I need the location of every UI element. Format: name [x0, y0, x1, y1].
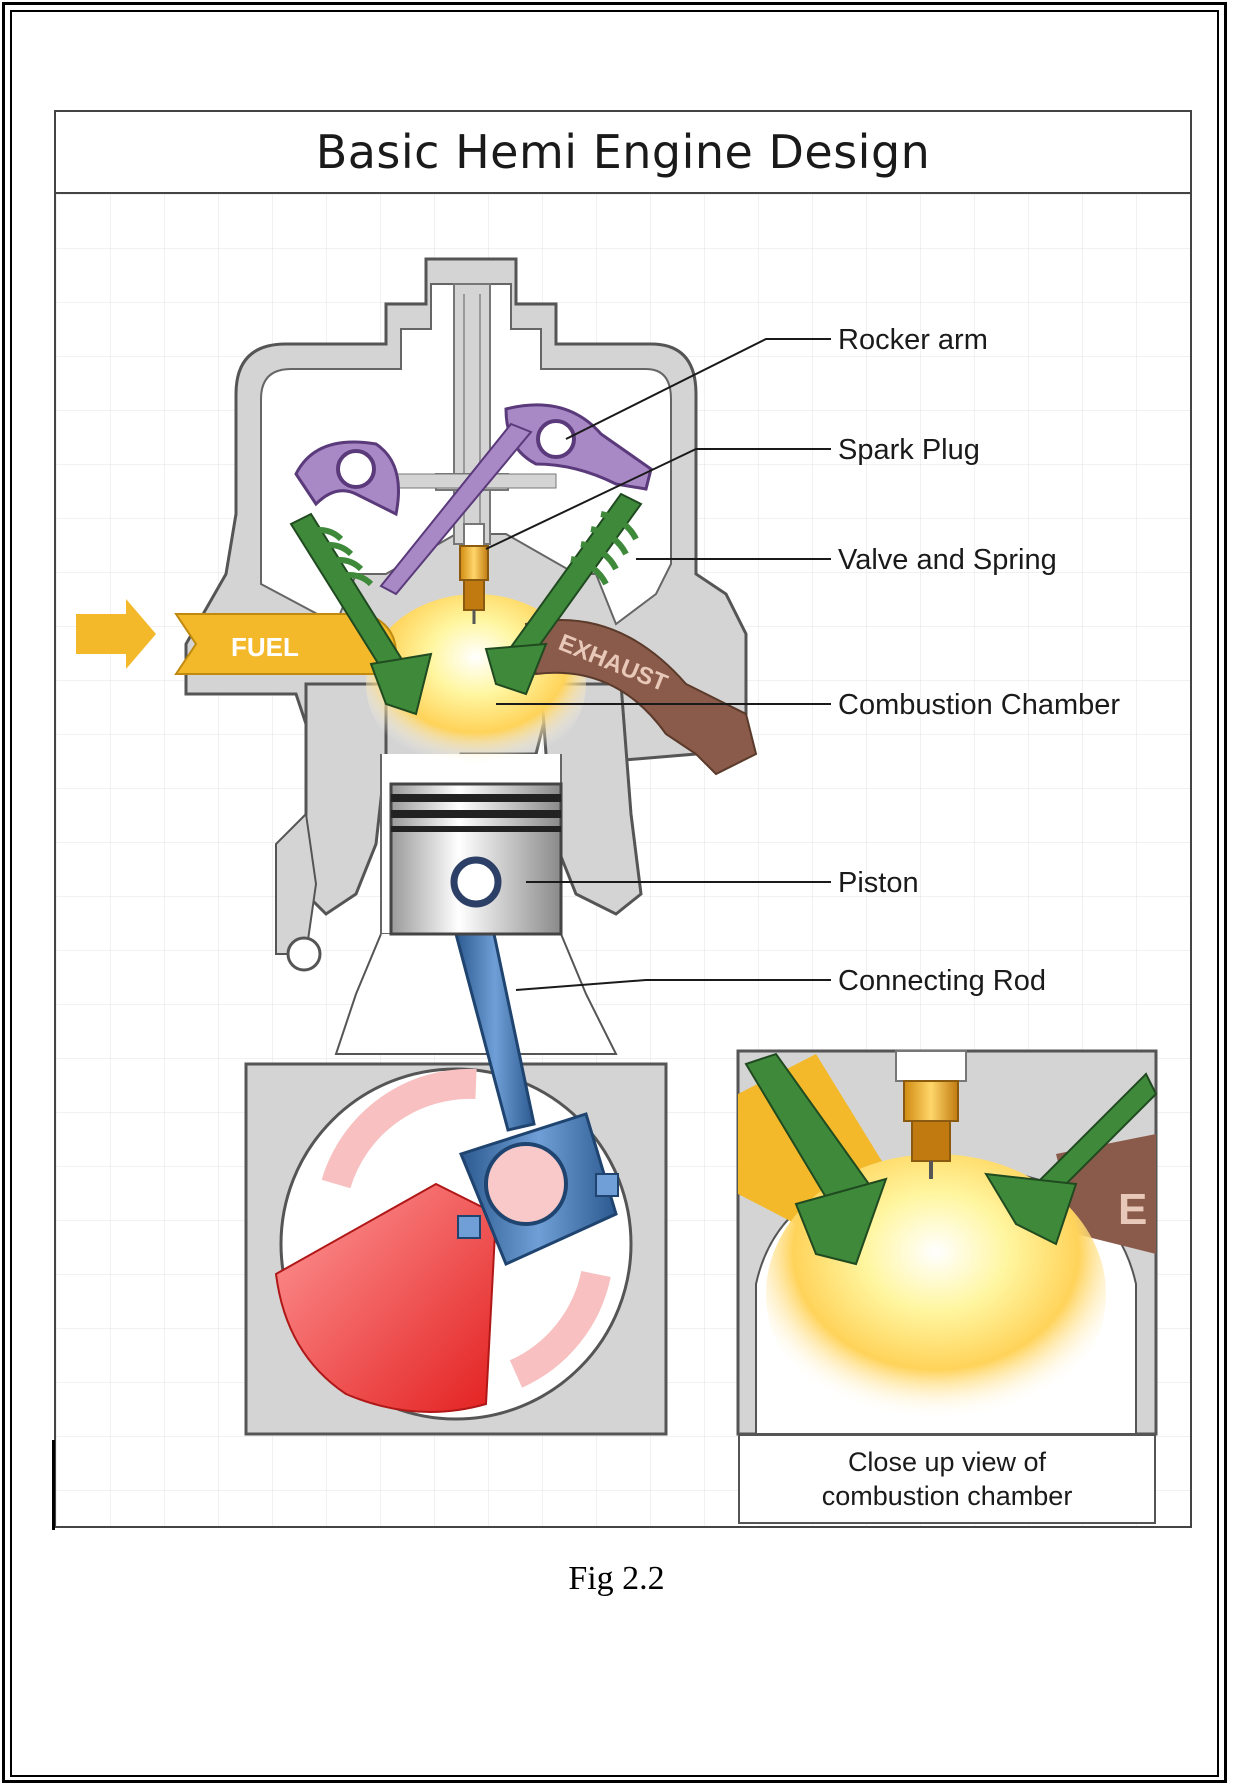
engine-diagram: FUEL EXHAUST — [56, 194, 1190, 1526]
label-combustion-chamber: Combustion Chamber — [838, 689, 1120, 721]
inset-caption-line2: combustion chamber — [822, 1479, 1073, 1513]
label-spark-plug: Spark Plug — [838, 434, 980, 466]
figure-title-bar: Basic Hemi Engine Design — [56, 112, 1190, 194]
inset-caption-line1: Close up view of — [848, 1445, 1046, 1479]
label-valve-and-spring: Valve and Spring — [838, 544, 1057, 576]
label-piston: Piston — [838, 867, 919, 899]
spark-plug — [460, 524, 488, 624]
inset-exhaust-label: E — [1118, 1185, 1147, 1234]
figure-caption: Fig 2.2 — [0, 1560, 1233, 1598]
figure-title: Basic Hemi Engine Design — [316, 125, 931, 179]
piston — [391, 784, 561, 934]
figure-frame: Basic Hemi Engine Design — [54, 110, 1192, 1528]
inset-caption: Close up view of combustion chamber — [738, 1434, 1156, 1524]
label-rocker-arm: Rocker arm — [838, 324, 988, 356]
left-margin-mark — [52, 1440, 55, 1530]
label-connecting-rod: Connecting Rod — [838, 965, 1046, 997]
inset-closeup: E — [738, 1051, 1156, 1434]
fuel-label: FUEL — [231, 632, 299, 662]
